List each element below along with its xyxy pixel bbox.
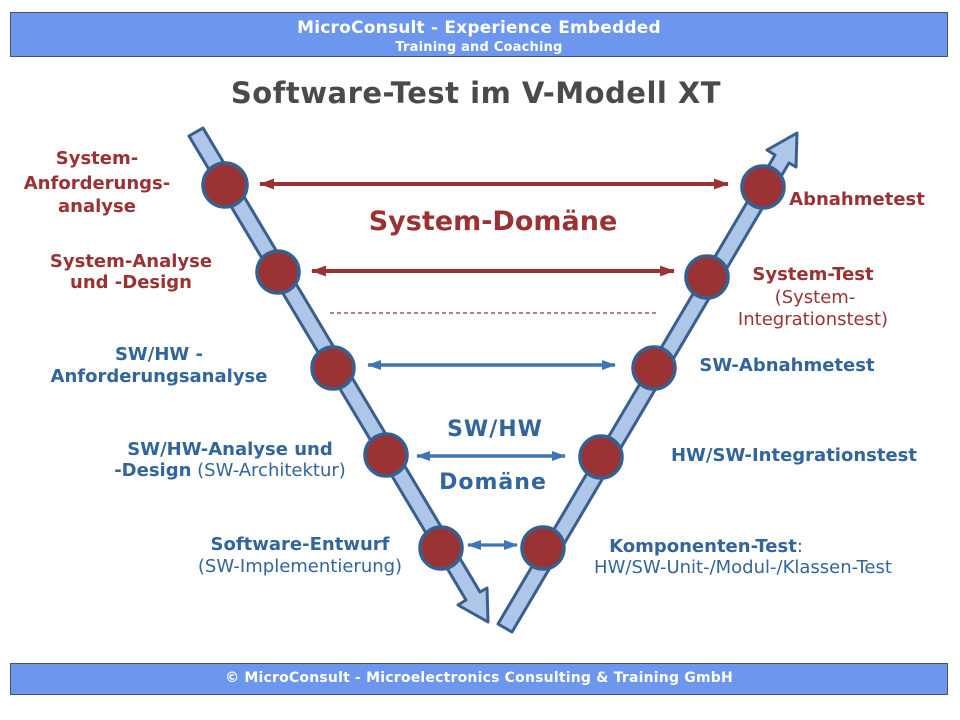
label-software-entwurf-l1: Software-Entwurf <box>210 534 390 555</box>
circle-system-anforderungsanalyse <box>201 161 249 209</box>
label-system-anforderungsanalyse-l2: Anforderungs- <box>23 173 171 194</box>
footer-text: © MicroConsult - Microelectronics Consul… <box>225 670 733 686</box>
label-sw-abnahmetest: SW-Abnahmetest <box>699 355 875 376</box>
label-system-anforderungsanalyse-l3: analyse <box>58 196 136 217</box>
label-system-anforderungsanalyse-l1: System- <box>55 148 139 169</box>
label-swhw-analyse-design-l1: SW/HW-Analyse und <box>127 439 333 460</box>
circle-system-test <box>684 254 730 300</box>
circle-sw-abnahmetest <box>631 345 677 391</box>
label-system-test-l2: (System- <box>774 287 856 308</box>
label-system-test-l3: Integrationstest) <box>737 309 889 330</box>
label-swhw-analyse-design-l2-regular: (SW-Architektur) <box>191 460 346 481</box>
circle-swhw-analyse-design <box>363 432 409 478</box>
label-swhw-domaene-line2: Domäne <box>439 470 547 495</box>
circle-swhw-anforderungsanalyse <box>310 345 356 391</box>
footer-banner: © MicroConsult - Microelectronics Consul… <box>10 663 948 695</box>
label-hwsw-integrationstest: HW/SW-Integrationstest <box>670 445 918 466</box>
circle-hwsw-integrationstest <box>578 434 624 480</box>
label-swhw-anforderungsanalyse-l2: Anforderungsanalyse <box>50 366 268 387</box>
label-system-test-l1: System-Test <box>752 264 874 285</box>
label-swhw-analyse-design-l2: -Design (SW-Architektur) <box>114 461 346 481</box>
label-abnahmetest: Abnahmetest <box>789 189 925 210</box>
header-line2: Training and Coaching <box>395 40 563 55</box>
circle-system-analyse-design <box>255 249 301 295</box>
label-swhw-anforderungsanalyse-l1: SW/HW - <box>114 344 204 365</box>
header-banner: MicroConsult - Experience Embedded Train… <box>10 12 948 57</box>
label-system-analyse-design-l2: und -Design <box>70 272 192 293</box>
label-komponenten-test-l1-bold: Komponenten-Test <box>609 536 797 557</box>
label-system-domaene: System-Domäne <box>368 206 618 237</box>
label-system-analyse-design-l1: System-Analyse <box>49 251 213 272</box>
label-software-entwurf-l2: (SW-Implementierung) <box>197 556 403 577</box>
label-swhw-domaene-line1: SW/HW <box>447 417 543 442</box>
circle-software-entwurf <box>418 525 464 571</box>
label-komponenten-test-l1-regular: : <box>796 536 803 557</box>
label-swhw-analyse-design-l2-bold: -Design <box>114 460 192 481</box>
label-komponenten-test-l2: HW/SW-Unit-/Modul-/Klassen-Test <box>594 557 892 578</box>
circle-abnahmetest <box>740 164 786 210</box>
label-komponenten-test-l1: Komponenten-Test: <box>609 537 803 557</box>
page-title: Software-Test im V-Modell XT <box>230 76 722 110</box>
header-line1: MicroConsult - Experience Embedded <box>297 18 661 38</box>
circle-komponenten-test <box>520 525 566 571</box>
milestone-circles <box>201 161 786 571</box>
